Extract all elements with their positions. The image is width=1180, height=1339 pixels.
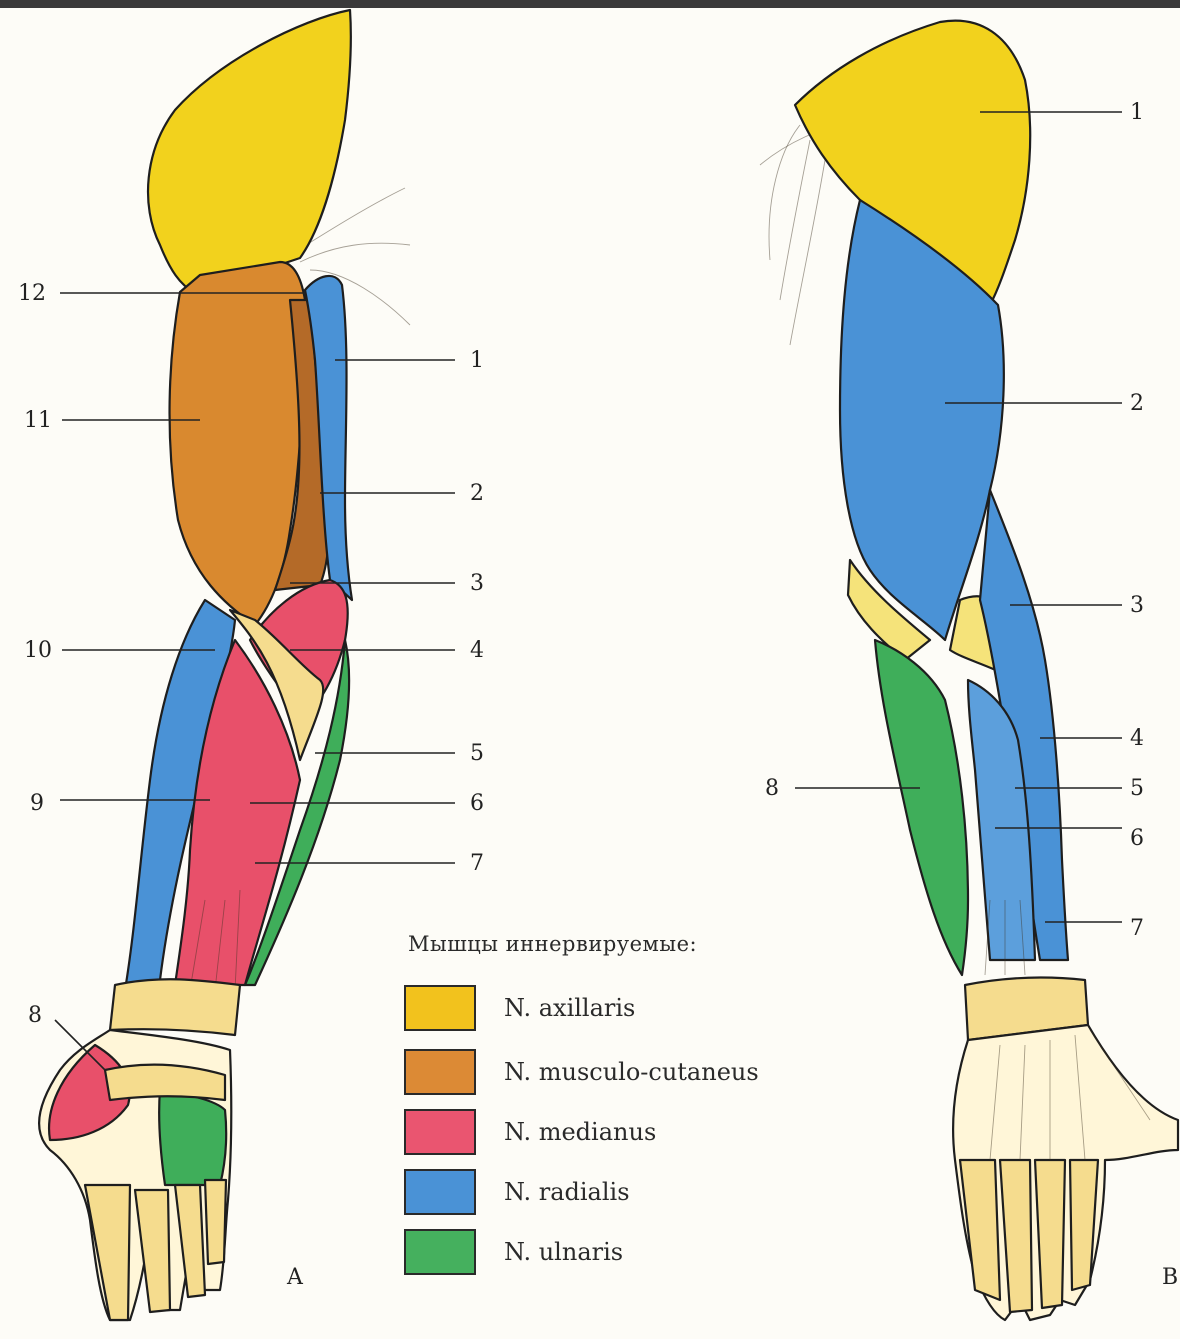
legend-label: N. ulnaris bbox=[504, 1238, 623, 1266]
panel-b-fingers bbox=[960, 1160, 1098, 1312]
legend-label: N. axillaris bbox=[504, 994, 635, 1022]
panel-a-letter: A bbox=[287, 1265, 303, 1290]
panel-a-label: 6 bbox=[470, 791, 484, 816]
panel-a-hypothenar bbox=[159, 1090, 226, 1185]
panel-a-label: 1 bbox=[470, 348, 484, 373]
legend-label: N. medianus bbox=[504, 1118, 656, 1146]
panel-a-label: 2 bbox=[470, 481, 484, 506]
legend-label: N. radialis bbox=[504, 1178, 630, 1206]
panel-a-arm bbox=[39, 10, 410, 1320]
panel-a-palmar-band bbox=[105, 1065, 225, 1100]
panel-b-label: 5 bbox=[1130, 776, 1144, 801]
legend-swatch bbox=[404, 985, 476, 1031]
legend-item-medianus: N. medianus bbox=[404, 1106, 656, 1158]
panel-a-label: 9 bbox=[30, 791, 44, 816]
panel-a-label: 7 bbox=[470, 851, 484, 876]
legend-label: N. musculo-cutaneus bbox=[504, 1058, 759, 1086]
panel-a-wrist-band bbox=[110, 979, 240, 1035]
panel-b-letter: B bbox=[1162, 1265, 1178, 1290]
panel-a-fiber bbox=[300, 243, 410, 262]
panel-a-label: 5 bbox=[470, 741, 484, 766]
panel-a-deltoid bbox=[148, 10, 351, 293]
panel-a-label: 3 bbox=[470, 571, 484, 596]
legend-item-radialis: N. radialis bbox=[404, 1166, 630, 1218]
panel-a-label: 10 bbox=[24, 638, 52, 663]
legend-item-musculo-cutaneus: N. musculo-cutaneus bbox=[404, 1046, 759, 1098]
panel-b-fiber bbox=[790, 160, 825, 345]
panel-b-arm bbox=[760, 21, 1178, 1320]
panel-b-label: 7 bbox=[1130, 916, 1144, 941]
panel-b-label: 6 bbox=[1130, 826, 1144, 851]
legend-swatch bbox=[404, 1169, 476, 1215]
legend-swatch bbox=[404, 1109, 476, 1155]
panel-b-label: 8 bbox=[765, 776, 779, 801]
panel-b-label: 3 bbox=[1130, 593, 1144, 618]
panel-a-label: 11 bbox=[24, 408, 52, 433]
panel-b-fiber bbox=[780, 140, 810, 300]
panel-b-label: 2 bbox=[1130, 391, 1144, 416]
legend-swatch bbox=[404, 1229, 476, 1275]
panel-b-fiber bbox=[769, 125, 800, 260]
legend-title: Мышцы иннервируемые: bbox=[408, 932, 697, 956]
panel-b-flexor-ulnaris bbox=[875, 640, 968, 975]
panel-a-label: 8 bbox=[28, 1003, 42, 1028]
legend-item-ulnaris: N. ulnaris bbox=[404, 1226, 623, 1278]
panel-b-label: 4 bbox=[1130, 726, 1144, 751]
panel-a-label: 4 bbox=[470, 638, 484, 663]
legend-item-axillaris: N. axillaris bbox=[404, 982, 635, 1034]
panel-b-label: 1 bbox=[1130, 100, 1144, 125]
panel-a-label: 12 bbox=[18, 281, 46, 306]
legend-swatch bbox=[404, 1049, 476, 1095]
